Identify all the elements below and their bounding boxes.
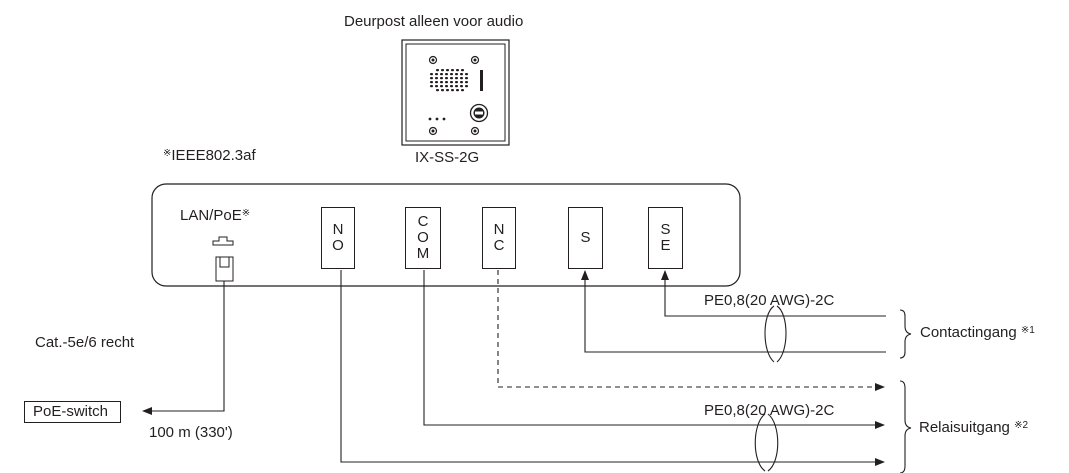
grille-slot <box>445 73 448 76</box>
unit-body <box>151 183 741 287</box>
grille-slot <box>430 73 433 76</box>
grille-slot <box>435 81 438 84</box>
grille-slot <box>461 69 464 72</box>
standard-note-text: IEEE802.3af <box>171 147 256 164</box>
grille-slot <box>456 69 459 72</box>
screw-icon <box>428 55 438 65</box>
terminal-char: S <box>580 229 591 246</box>
poe-switch-box: PoE-switch <box>24 401 122 423</box>
grille-slot <box>460 73 463 76</box>
cable-bundle-relay <box>754 413 779 472</box>
indicator-slot <box>480 70 483 91</box>
contact-wiring <box>581 270 886 353</box>
lan-cable <box>142 281 225 415</box>
grille-slot <box>440 77 443 80</box>
grille-slot <box>465 81 468 84</box>
grille-slot <box>446 89 449 92</box>
grille-slot <box>451 69 454 72</box>
grille-slot <box>440 81 443 84</box>
relay-brace <box>899 380 912 473</box>
grille-slot <box>465 73 468 76</box>
distance-label: 100 m (330') <box>149 424 233 441</box>
grille-slot <box>435 77 438 80</box>
contact-input-text: Contactingang <box>920 324 1017 341</box>
terminal-char: M <box>416 245 430 262</box>
grille-slot <box>460 77 463 80</box>
grille-slot <box>455 73 458 76</box>
grille-slot <box>446 69 449 72</box>
relay-output-text: Relaisuitgang <box>919 419 1010 436</box>
terminal-com: C O M <box>405 207 441 269</box>
mic-dots-icon <box>428 117 446 121</box>
grille-slot <box>451 89 454 92</box>
cable-type-label: Cat.-5e/6 recht <box>35 334 135 351</box>
terminal-no: N O <box>321 207 355 269</box>
grille-slot <box>465 85 468 88</box>
grille-slot <box>441 89 444 92</box>
terminal-char: O <box>332 237 344 254</box>
screw-icon <box>470 55 480 65</box>
terminal-char: O <box>417 229 429 246</box>
speaker-grille-icon <box>430 69 468 92</box>
grille-slot <box>461 89 464 92</box>
contact-input-label: Contactingang ※1 <box>920 325 1035 341</box>
grille-slot <box>430 81 433 84</box>
lan-poe-text: LAN/PoE <box>180 207 242 224</box>
grille-slot <box>455 81 458 84</box>
terminal-char: E <box>660 237 671 254</box>
door-station-illustration <box>401 39 510 146</box>
lan-port-icon <box>212 236 234 246</box>
note-mark: ※ <box>163 148 172 159</box>
terminal-char: C <box>493 237 505 254</box>
device-title: Deurpost alleen voor audio <box>344 13 524 30</box>
relay-output-note: ※2 <box>1014 420 1029 431</box>
grille-slot <box>445 77 448 80</box>
call-button-icon <box>469 103 489 123</box>
relay-output-label: Relaisuitgang ※2 <box>919 420 1028 436</box>
grille-slot <box>450 85 453 88</box>
grille-slot <box>456 89 459 92</box>
lan-poe-label: LAN/PoE※ <box>180 208 250 224</box>
model-label: IX-SS-2G <box>415 149 480 166</box>
grille-slot <box>465 77 468 80</box>
grille-slot <box>435 73 438 76</box>
grille-slot <box>436 89 439 92</box>
grille-slot <box>440 73 443 76</box>
grille-slot <box>450 81 453 84</box>
terminal-char: N <box>493 221 505 238</box>
grille-slot <box>450 73 453 76</box>
grille-slot <box>450 77 453 80</box>
grille-slot <box>460 85 463 88</box>
grille-slot <box>430 85 433 88</box>
grille-slot <box>435 85 438 88</box>
terminal-nc: N C <box>482 207 516 269</box>
screw-icon <box>470 126 480 136</box>
rj45-jack-icon <box>215 256 234 282</box>
terminal-char: N <box>332 221 344 238</box>
cable-bundle-contact <box>764 305 787 363</box>
terminal-se: S E <box>648 207 683 269</box>
contact-brace <box>899 309 912 359</box>
grille-slot <box>455 85 458 88</box>
standard-note: ※IEEE802.3af <box>163 148 256 164</box>
grille-slot <box>445 81 448 84</box>
poe-switch-label: PoE-switch <box>33 403 109 420</box>
grille-slot <box>430 77 433 80</box>
terminal-s: S <box>568 207 603 269</box>
relay-wire-spec: PE0,8(20 AWG)-2C <box>704 402 835 419</box>
terminal-char: C <box>417 213 429 230</box>
grille-slot <box>440 85 443 88</box>
contact-input-note: ※1 <box>1020 325 1035 336</box>
grille-slot <box>455 77 458 80</box>
contact-wire-spec: PE0,8(20 AWG)-2C <box>704 292 835 309</box>
grille-slot <box>436 69 439 72</box>
relay-wiring <box>340 270 885 466</box>
grille-slot <box>460 81 463 84</box>
grille-slot <box>445 85 448 88</box>
lan-note-mark: ※ <box>241 208 251 219</box>
grille-slot <box>441 69 444 72</box>
screw-icon <box>428 126 438 136</box>
terminal-char: S <box>660 221 671 238</box>
